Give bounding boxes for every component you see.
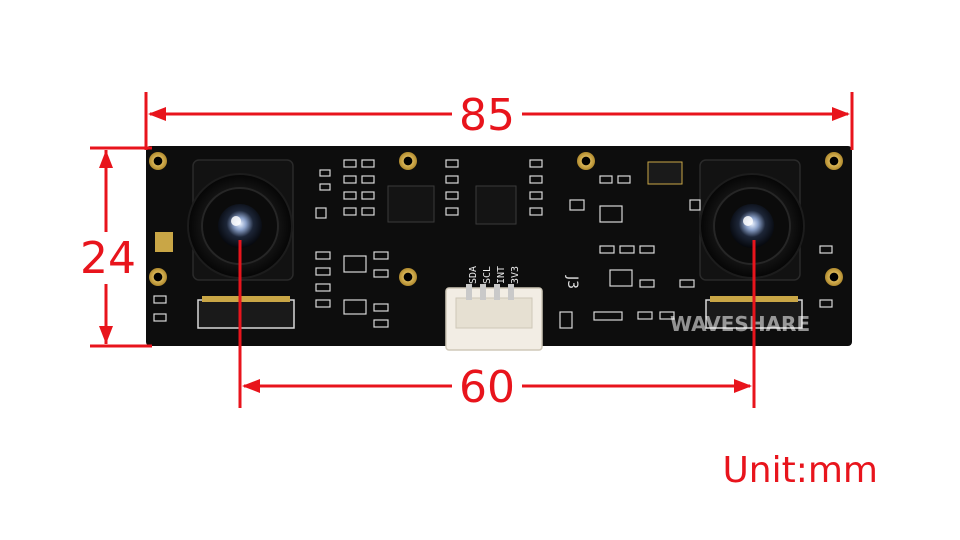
height-dimension: 24 (80, 146, 152, 348)
lens-spacing-dimension: 60 (238, 240, 756, 413)
pin-label-scl: SCL (482, 266, 493, 284)
right-camera-lens (699, 159, 805, 281)
pin-label-3v3: 3V3 (510, 266, 521, 284)
width-dimension-label: 85 (459, 90, 515, 141)
unit-label: Unit:mm (722, 450, 878, 491)
brand-logo-text: WAVESHARE (670, 312, 810, 336)
ic-chips (155, 161, 683, 252)
pin-label-int: INT (496, 266, 507, 284)
pcb-body (146, 146, 852, 346)
lens-spacing-label: 60 (459, 362, 515, 413)
connector-ref-label: J3 (564, 275, 580, 289)
smd-components (153, 159, 833, 329)
width-dimension: 85 (144, 90, 854, 150)
left-camera-lens (187, 159, 294, 281)
pcb-board: SDA SCL INT 3V3 J3 WAVESHARE (146, 146, 852, 351)
pin-label-sda: SDA (468, 266, 479, 284)
left-ffc-connector (197, 296, 295, 329)
height-dimension-label: 24 (80, 233, 136, 284)
four-pin-connector (445, 284, 543, 351)
mounting-holes (149, 152, 843, 286)
connector-pin-labels: SDA SCL INT 3V3 (468, 266, 521, 284)
